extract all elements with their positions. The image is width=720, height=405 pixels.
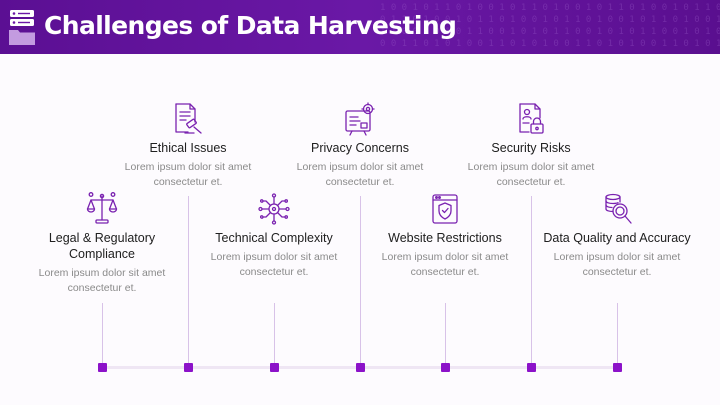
timeline-connector (617, 303, 618, 366)
timeline-marker (184, 363, 193, 372)
circuit-brain-icon (258, 193, 290, 225)
challenge-description: Lorem ipsum dolor sit amet consectetur e… (553, 251, 681, 278)
timeline-connector (360, 196, 361, 366)
browser-shield-icon (432, 194, 458, 224)
timeline-connector (531, 196, 532, 366)
challenge-title: Website Restrictions (388, 231, 502, 245)
database-magnifier-icon (605, 193, 632, 224)
svg-text:0 0 1 1 0 1 0 1 0 0 1 1 0 1 0: 0 0 1 1 0 1 0 1 0 0 1 1 0 1 0 1 0 0 1 1 … (380, 39, 720, 49)
svg-text:1 1 0 0 1 0 1 0 1 1 0 0 1 0 1: 1 1 0 0 1 0 1 0 1 1 0 0 1 0 1 0 1 1 0 0 … (380, 27, 720, 37)
challenge-description: Lorem ipsum dolor sit amet consectetur e… (381, 251, 509, 278)
challenge-item-privacy: Privacy Concerns Lorem ipsum dolor sit a… (275, 102, 445, 189)
challenge-description: Lorem ipsum dolor sit amet consectetur e… (467, 161, 595, 188)
timeline-marker (441, 363, 450, 372)
challenge-title: Legal & Regulatory Compliance (48, 231, 156, 261)
binary-pattern: 1 0 0 1 0 1 1 0 1 0 0 1 0 1 1 0 1 0 0 1 … (380, 3, 720, 49)
challenge-description: Lorem ipsum dolor sit amet consectetur e… (296, 161, 424, 188)
challenge-item-data-quality: Data Quality and Accuracy Lorem ipsum do… (532, 192, 702, 279)
timeline-connector (274, 303, 275, 366)
timeline-connector (445, 303, 446, 366)
document-gavel-icon (175, 103, 202, 134)
timeline-connector (102, 303, 103, 366)
document-lock-icon (519, 103, 544, 134)
timeline-connector (188, 196, 189, 366)
challenge-title: Ethical Issues (149, 141, 227, 155)
svg-text:0 1 1 0 1 0 0 1 0 1 1 0 1 0 0: 0 1 1 0 1 0 0 1 0 1 1 0 1 0 0 1 0 1 1 0 … (380, 15, 720, 25)
challenge-item-website: Website Restrictions Lorem ipsum dolor s… (360, 192, 530, 279)
board-gear-icon (345, 102, 375, 136)
timeline-marker (527, 363, 536, 372)
challenge-title: Privacy Concerns (311, 141, 409, 155)
challenge-title: Technical Complexity (215, 231, 333, 245)
header-banner: 1 0 0 1 0 1 1 0 1 0 0 1 0 1 1 0 1 0 0 1 … (0, 0, 720, 54)
timeline-marker (356, 363, 365, 372)
page-title: Challenges of Data Harvesting (44, 11, 457, 40)
challenge-item-technical: Technical Complexity Lorem ipsum dolor s… (189, 192, 359, 279)
challenge-description: Lorem ipsum dolor sit amet consectetur e… (124, 161, 252, 188)
server-folder-icon (9, 10, 35, 45)
timeline-marker (98, 363, 107, 372)
challenge-title: Security Risks (491, 141, 571, 155)
challenge-title: Data Quality and Accuracy (543, 231, 691, 245)
challenge-item-security: Security Risks Lorem ipsum dolor sit ame… (446, 102, 616, 189)
timeline-marker (270, 363, 279, 372)
scales-icon (86, 192, 118, 224)
timeline-marker (613, 363, 622, 372)
challenge-item-ethical: Ethical Issues Lorem ipsum dolor sit ame… (103, 102, 273, 189)
challenge-description: Lorem ipsum dolor sit amet consectetur e… (38, 267, 166, 294)
svg-text:1 0 0 1 0 1 1 0 1 0 0 1 0 1 1: 1 0 0 1 0 1 1 0 1 0 0 1 0 1 1 0 1 0 0 1 … (380, 3, 720, 13)
challenge-item-legal: Legal & Regulatory Compliance Lorem ipsu… (17, 192, 187, 295)
challenge-description: Lorem ipsum dolor sit amet consectetur e… (210, 251, 338, 278)
